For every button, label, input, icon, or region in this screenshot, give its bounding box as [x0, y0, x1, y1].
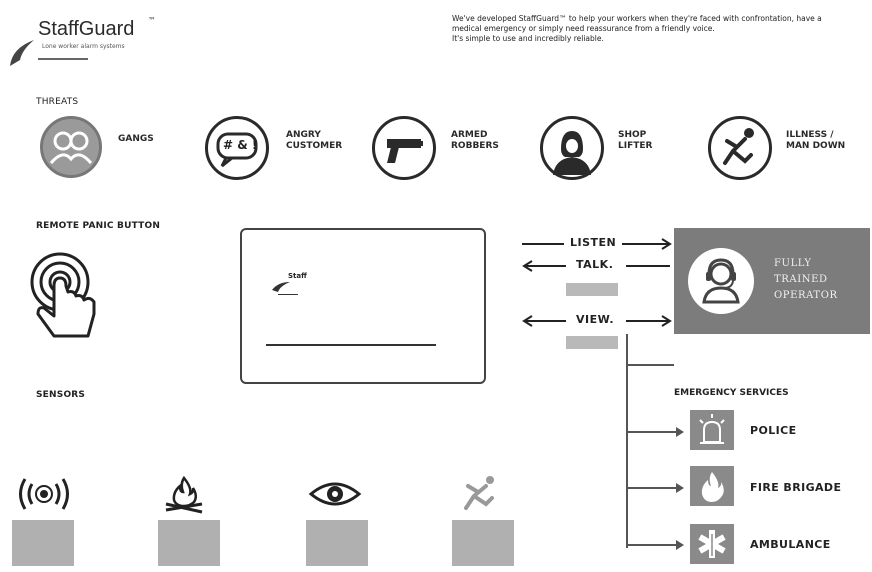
intro-line-2: medical emergency or simply need reassur…	[452, 24, 715, 33]
emergency-heading: EMERGENCY SERVICES	[674, 388, 789, 398]
threat-label-angry-customer: ANGRY CUSTOMER	[286, 130, 343, 151]
angry-customer-circle: # & !	[205, 116, 269, 180]
police-icon-box	[690, 410, 734, 450]
fire-brigade-label: FIRE BRIGADE	[750, 481, 842, 494]
gun-icon	[387, 139, 423, 163]
talk-label: TALK.	[576, 258, 614, 271]
ambulance-icon-box	[690, 524, 734, 564]
headset-operator-icon	[702, 258, 740, 304]
speech-bubble-icon	[216, 132, 258, 168]
speech-bubble-glyph: # & !	[223, 138, 258, 152]
connector-horizontal	[626, 364, 674, 366]
listen-arrow-icon	[522, 238, 672, 250]
threat-label-armed-robbers: ARMED ROBBERS	[451, 130, 499, 151]
threats-heading: THREATS	[36, 97, 79, 107]
card-logo-swoosh-icon	[272, 282, 290, 292]
logo-swoosh-icon	[10, 40, 34, 66]
logo-name: StaffGuard	[38, 18, 135, 40]
threat-label-gangs: GANGS	[118, 134, 154, 144]
sensor-box-eye	[306, 520, 368, 566]
fire-branch-arrow-icon	[626, 483, 684, 493]
flame-icon	[701, 472, 724, 502]
police-branch-arrow-icon	[626, 427, 684, 437]
intro-text: We've developed StaffGuard™ to help your…	[452, 14, 862, 44]
shop-lifter-circle	[540, 116, 604, 180]
view-indicator	[566, 336, 618, 349]
man-down-icon	[464, 476, 494, 510]
id-card: Staff	[240, 228, 486, 384]
threat-label-shop-lifter: SHOP LIFTER	[618, 130, 653, 151]
card-stripe	[266, 344, 436, 346]
logo-tm: ™	[148, 16, 156, 25]
sensor-box-signal	[12, 520, 74, 566]
card-logo-line	[278, 294, 298, 295]
logo-underline	[38, 58, 88, 60]
intro-line-3: It's simple to use and incredibly reliab…	[452, 34, 604, 43]
falling-person-icon	[723, 128, 754, 165]
intro-line-1: We've developed StaffGuard™ to help your…	[452, 14, 822, 23]
sensors-heading: SENSORS	[36, 390, 86, 400]
eye-icon	[308, 482, 362, 506]
talk-arrow-icon	[522, 260, 670, 272]
siren-icon	[699, 414, 725, 444]
panic-button-hand-icon	[30, 252, 96, 338]
logo: StaffGuard ™ Lone worker alarm systems	[8, 10, 168, 70]
threat-label-illness: ILLNESS / MAN DOWN	[786, 130, 846, 151]
hooded-person-icon	[553, 131, 591, 175]
talk-indicator	[566, 283, 618, 296]
operator-connector	[626, 334, 628, 364]
campfire-icon	[165, 475, 203, 514]
operator-panel: FULLY TRAINED OPERATOR	[674, 228, 870, 334]
wireless-signal-icon	[19, 478, 69, 510]
ambulance-label: AMBULANCE	[750, 538, 831, 551]
gangs-circle	[40, 116, 102, 178]
operator-avatar	[688, 248, 754, 314]
star-of-life-icon	[698, 530, 726, 558]
remote-heading: REMOTE PANIC BUTTON	[36, 221, 161, 231]
armed-robbers-circle	[372, 116, 436, 180]
police-label: POLICE	[750, 424, 797, 437]
fire-icon-box	[690, 466, 734, 506]
illness-circle	[708, 116, 772, 180]
view-arrow-icon	[522, 315, 672, 327]
ambulance-branch-arrow-icon	[626, 540, 684, 550]
people-icon	[49, 131, 93, 164]
sensor-box-fire	[158, 520, 220, 566]
services-trunk	[626, 364, 628, 548]
card-brand: Staff	[288, 272, 307, 280]
view-label: VIEW.	[576, 313, 615, 326]
listen-label: LISTEN	[570, 236, 617, 249]
logo-tagline: Lone worker alarm systems	[42, 43, 125, 50]
sensor-box-man-down	[452, 520, 514, 566]
operator-text: FULLY TRAINED OPERATOR	[774, 258, 838, 301]
